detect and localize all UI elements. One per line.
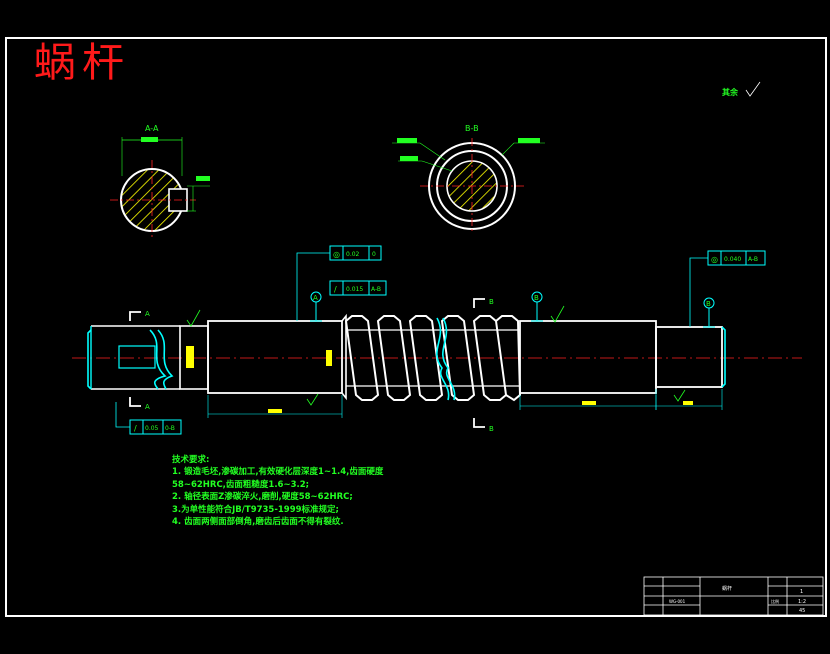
section-b-label: B-B xyxy=(465,124,479,133)
svg-text:比例: 比例 xyxy=(771,598,779,604)
tech-requirement-line: 4. 齿面两侧面部倒角,磨齿后齿面不得有裂纹. xyxy=(172,517,344,528)
svg-text:0.02: 0.02 xyxy=(346,251,360,258)
svg-text:◎: ◎ xyxy=(333,250,340,259)
title-block-text: 蜗杆 WG-001 比例 1 1:2 45 xyxy=(669,585,806,614)
marker-b-bottom: B xyxy=(489,425,494,433)
marker-a-bottom: A xyxy=(145,403,150,411)
datum-label-1: A xyxy=(313,294,318,302)
svg-text:◎: ◎ xyxy=(711,255,718,264)
datum-label-3: B xyxy=(706,300,711,308)
svg-text:45: 45 xyxy=(799,608,805,614)
svg-text:A-B: A-B xyxy=(371,286,381,293)
svg-text:/: / xyxy=(134,424,137,433)
worm-shaft-view: A A B B A B B xyxy=(72,245,802,435)
svg-text:0.05: 0.05 xyxy=(145,425,159,432)
tech-requirements-heading: 技术要求: xyxy=(172,455,210,465)
svg-text:蜗杆: 蜗杆 xyxy=(722,585,732,592)
tolerance-frame-2: / 0.015 A-B xyxy=(329,280,387,296)
tech-requirement-line: 3.为单性能符合JB/T9735-1999标准规定; xyxy=(172,504,339,515)
section-a-label: A-A xyxy=(145,124,159,133)
tech-requirement-line: 1. 锻造毛坯,渗碳加工,有效硬化层深度1~1.4,齿面硬度 xyxy=(172,467,384,478)
svg-text:/: / xyxy=(334,285,337,294)
svg-text:1:2: 1:2 xyxy=(798,599,806,605)
marker-a-top: A xyxy=(145,310,150,318)
tolerance-frame-1: ◎ 0.02 0 xyxy=(329,245,382,261)
svg-text:1: 1 xyxy=(800,589,803,595)
title-block xyxy=(643,576,824,616)
datum-label-2: B xyxy=(534,294,539,302)
svg-text:A-B: A-B xyxy=(748,256,758,263)
svg-text:0.040: 0.040 xyxy=(724,256,741,263)
marker-b-top: B xyxy=(489,298,494,306)
svg-text:0-B: 0-B xyxy=(165,425,175,432)
surface-finish-note: 其余 xyxy=(722,88,738,97)
tech-requirement-line: 2. 轴径表面Z渗碳淬火,磨削,硬度58~62HRC; xyxy=(172,492,353,503)
svg-text:0: 0 xyxy=(372,251,376,258)
section-a-a: A-A xyxy=(110,124,210,240)
tech-requirement-line: 58~62HRC,齿面粗糙度1.6~3.2; xyxy=(172,479,310,490)
drawing-border xyxy=(5,37,827,617)
technical-requirements: 技术要求: 1. 锻造毛坯,渗碳加工,有效硬化层深度1~1.4,齿面硬度 58~… xyxy=(172,454,383,528)
svg-text:WG-001: WG-001 xyxy=(669,599,686,604)
tolerance-frame-4: / 0.05 0-B xyxy=(129,419,182,435)
drawing-title: 蜗杆 xyxy=(33,40,131,86)
tolerance-frame-3: ◎ 0.040 A-B xyxy=(707,250,766,266)
svg-text:0.015: 0.015 xyxy=(346,286,363,293)
section-b-b: B-B xyxy=(392,124,545,234)
roughness-symbol-icon xyxy=(745,81,761,97)
